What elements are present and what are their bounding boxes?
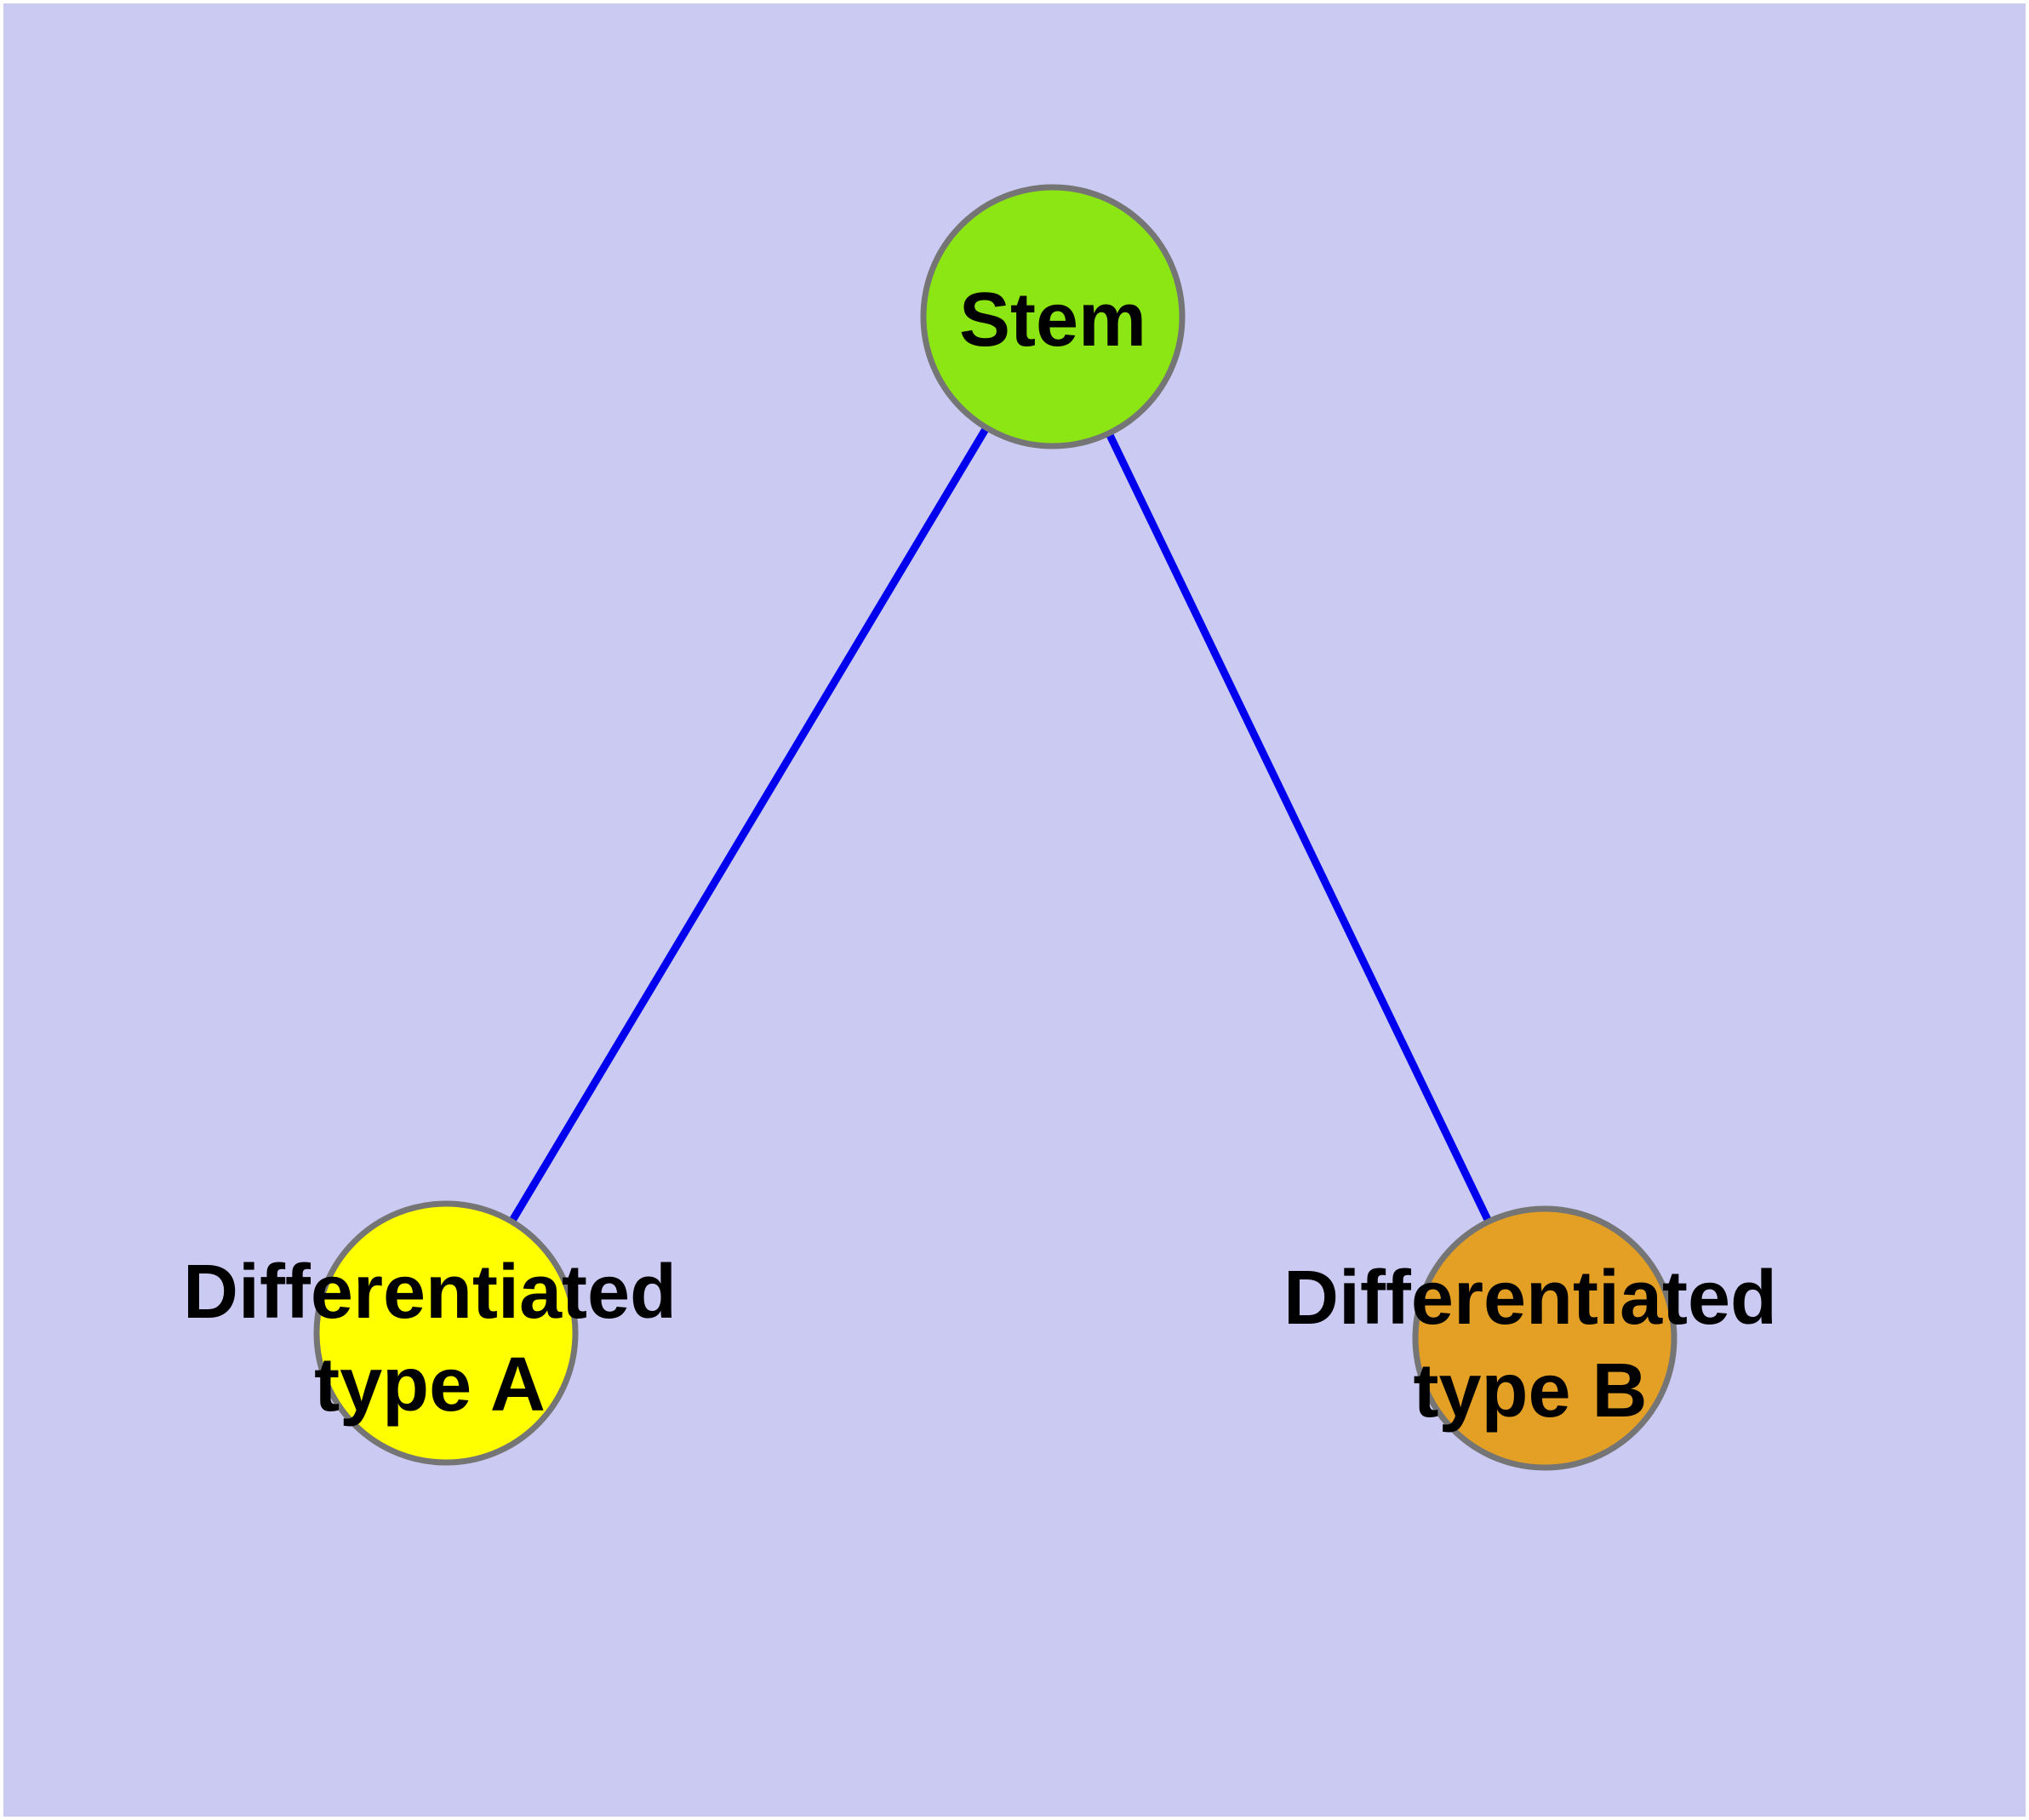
node-stem-circle (920, 184, 1186, 449)
edge-stem-to-typeA (442, 314, 1056, 1336)
node-typeA-label-line1: Differentiated (183, 1250, 677, 1335)
node-group (313, 184, 1677, 1471)
node-typeB-label-line1: Differentiated (1283, 1256, 1777, 1341)
edge-group (442, 314, 1549, 1340)
label-group: Stem Differentiated type A Differentiate… (183, 278, 1777, 1434)
node-typeA-circle (313, 1200, 579, 1466)
node-stem-label: Stem (959, 278, 1146, 363)
node-typeA-label-line2: type A (314, 1342, 546, 1428)
edge-stem-to-typeB (1049, 315, 1549, 1340)
node-typeB-label-line2: type B (1413, 1348, 1647, 1434)
node-typeB-circle (1412, 1205, 1677, 1471)
